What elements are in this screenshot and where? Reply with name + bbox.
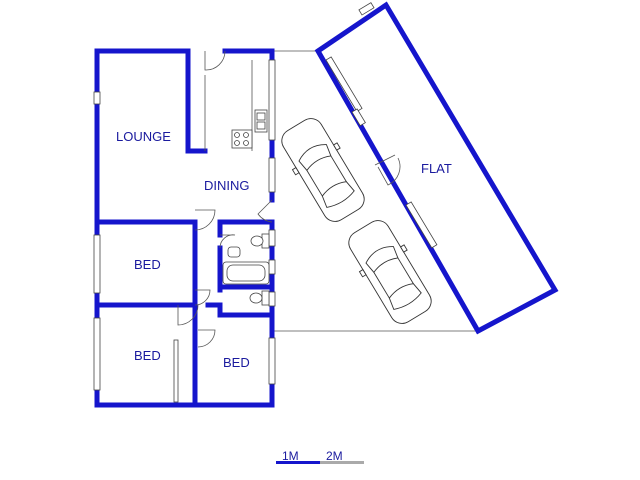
scale-label-1m: 1M xyxy=(282,449,299,463)
basin-icon xyxy=(227,246,241,258)
room-label-bed-lower-right: BED xyxy=(223,355,250,370)
room-label-dining: DINING xyxy=(204,178,250,193)
car-icon xyxy=(281,118,365,222)
room-label-lounge: LOUNGE xyxy=(116,129,171,144)
kitchen-fixtures xyxy=(204,60,268,151)
house-walls xyxy=(94,48,275,408)
scale-segment-dark xyxy=(276,461,320,464)
flat-windows xyxy=(325,2,438,249)
scale-label-2m: 2M xyxy=(326,449,343,463)
doors xyxy=(177,50,273,348)
room-label-flat: FLAT xyxy=(421,161,452,176)
stove-icon xyxy=(231,129,253,149)
scale-bar: 1M 2M xyxy=(276,449,364,464)
bathroom-fixtures xyxy=(222,233,270,306)
room-label-bed-lower-left: BED xyxy=(134,348,161,363)
house-windows xyxy=(93,59,276,403)
room-label-bed-upper: BED xyxy=(134,257,161,272)
flat-walls xyxy=(314,1,559,335)
toilet-icon-2 xyxy=(249,290,270,306)
toilet-icon xyxy=(250,233,270,249)
car-icon-2 xyxy=(348,220,432,324)
scale-segment-light xyxy=(320,461,364,464)
